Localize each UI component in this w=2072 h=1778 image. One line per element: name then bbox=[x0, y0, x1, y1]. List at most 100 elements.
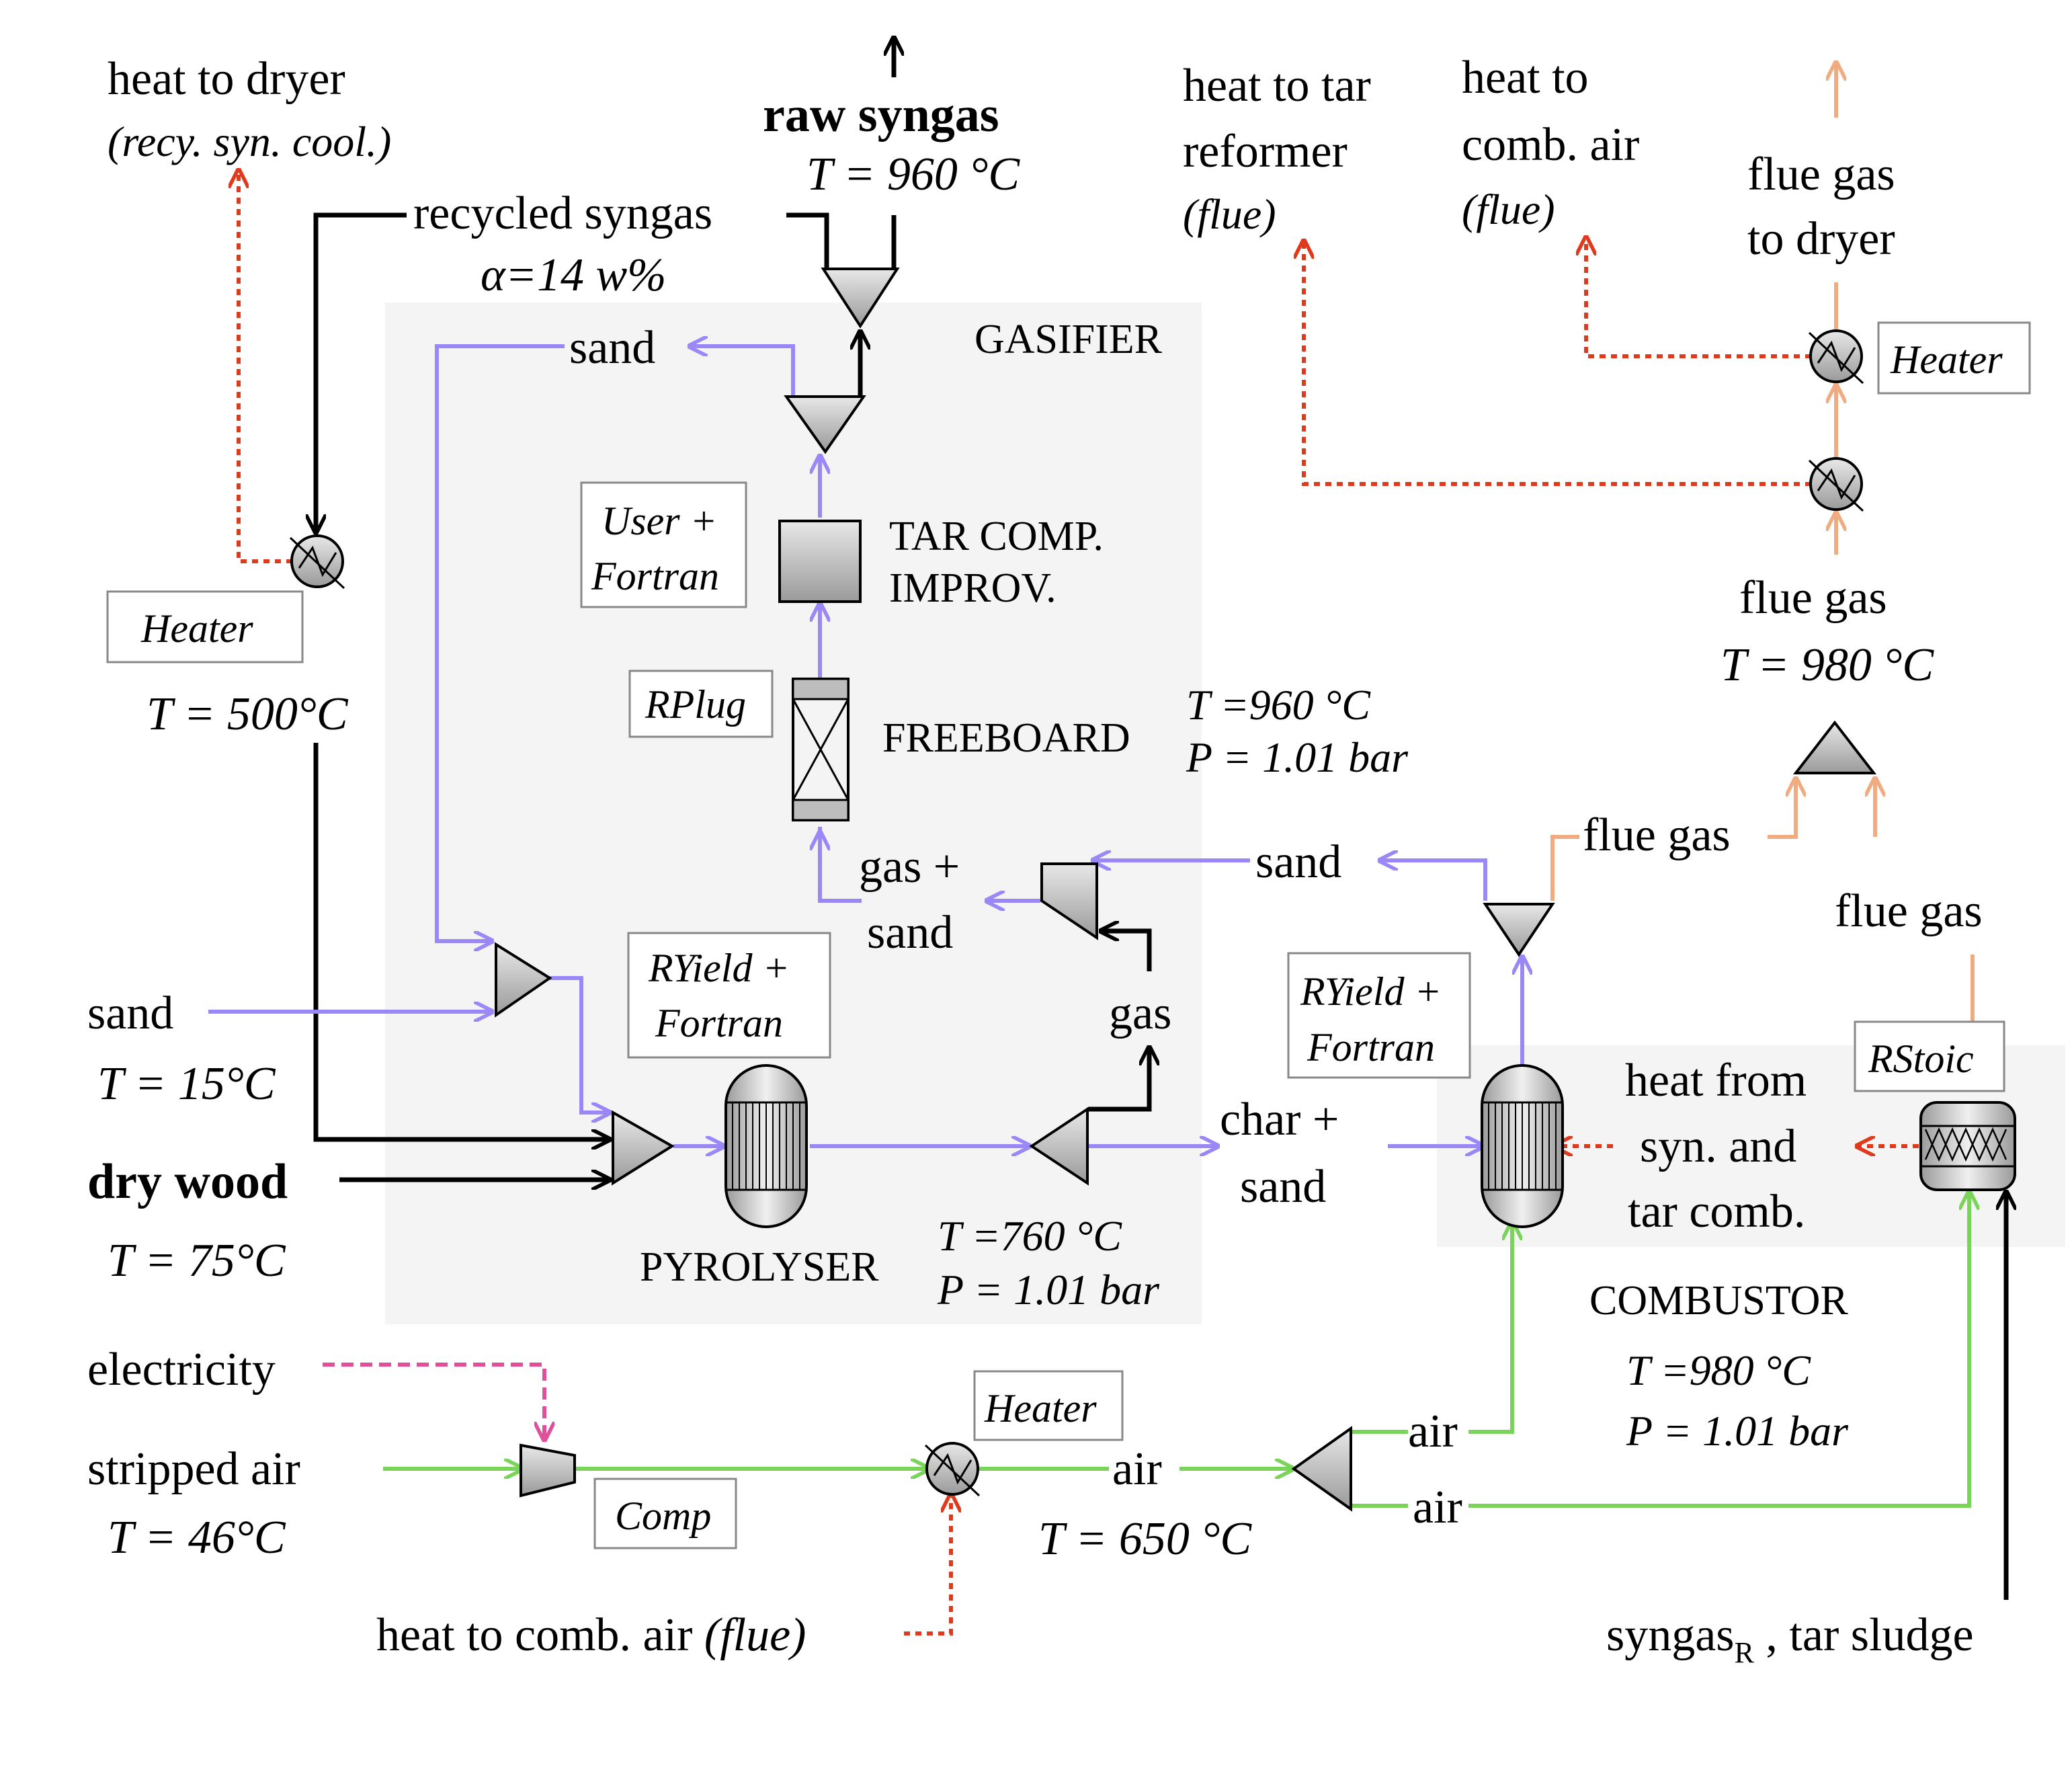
electricity-label: electricity bbox=[87, 1344, 276, 1396]
syngas-text: syngas bbox=[1606, 1609, 1735, 1661]
pyrolyser-feed-mixer[interactable] bbox=[612, 1110, 675, 1186]
heat-to-comb-air-text: heat to comb. air bbox=[376, 1609, 704, 1661]
mixer-gas-sand[interactable] bbox=[1040, 862, 1098, 940]
combustor-label: COMBUSTOR bbox=[1589, 1278, 1848, 1324]
freeboard-pressure: P = 1.01 bar bbox=[1186, 733, 1409, 781]
heat-to-dryer-stream bbox=[239, 171, 292, 563]
syngas-r-label: syngasR , tar sludge bbox=[1606, 1609, 1974, 1669]
dry-wood-label: dry wood bbox=[87, 1154, 288, 1209]
flue-gas-mid-temp: T = 980 °C bbox=[1721, 639, 1934, 691]
stream-air-low-2 bbox=[1468, 1193, 1969, 1508]
stream-gas-up bbox=[1089, 1049, 1149, 1112]
heat-streams bbox=[239, 171, 1919, 1635]
recycled-syngas-label: recycled syngas bbox=[413, 188, 712, 239]
gas-label: gas bbox=[1109, 987, 1171, 1039]
heat-exchanger-flue-2[interactable] bbox=[1808, 457, 1864, 512]
raw-syngas-separator[interactable] bbox=[821, 268, 900, 329]
heater-left-label: Heater bbox=[140, 606, 253, 651]
flue-gas-mixer[interactable] bbox=[1792, 720, 1877, 774]
flue-gas-mid-label: flue gas bbox=[1739, 572, 1887, 624]
rplug-label: RPlug bbox=[645, 682, 746, 727]
air-compressor[interactable] bbox=[520, 1443, 576, 1498]
freeboard-label: FREEBOARD bbox=[882, 715, 1130, 761]
sand-separator-top[interactable] bbox=[784, 395, 866, 454]
stream-sand-separator-out bbox=[691, 346, 795, 397]
air-mid-label: air bbox=[1112, 1443, 1162, 1495]
heat-to-comb-label-1: heat to bbox=[1462, 52, 1589, 104]
heat-exchanger-flue-1[interactable] bbox=[1808, 329, 1864, 385]
rstoic-label: RStoic bbox=[1868, 1037, 1974, 1081]
air-up-label: air bbox=[1408, 1406, 1458, 1457]
stream-sand-to-mixer bbox=[435, 344, 565, 941]
tar-comp-label-1: TAR COMP. bbox=[889, 514, 1104, 559]
sand-in-label: sand bbox=[87, 987, 173, 1039]
alpha-label: α=14 w% bbox=[481, 249, 666, 301]
heat-to-dryer-note: (recy. syn. cool.) bbox=[108, 118, 391, 165]
heat-to-tar-label-3: (flue) bbox=[1183, 190, 1276, 238]
freeboard-rplug[interactable] bbox=[792, 678, 849, 821]
heat-to-tar-label-2: reformer bbox=[1183, 126, 1348, 177]
sand-streams bbox=[208, 346, 1522, 1146]
heat-to-dryer-label: heat to dryer bbox=[108, 53, 345, 105]
stream-mixer-to-pyrolyser bbox=[550, 976, 608, 1113]
heat-to-comb-label-3: (flue) bbox=[1462, 186, 1555, 233]
heat-exchanger-left[interactable] bbox=[289, 534, 345, 590]
stripped-air-label: stripped air bbox=[87, 1443, 300, 1495]
stream-heater-to-pyrolyser bbox=[313, 743, 608, 1139]
sand-mixer[interactable] bbox=[495, 942, 552, 1018]
block-label-boxes bbox=[106, 321, 2031, 1549]
char-gas-separator[interactable] bbox=[1029, 1106, 1089, 1186]
char-sand-label-1: char + bbox=[1220, 1094, 1339, 1145]
gasifier-label: GASIFIER bbox=[975, 317, 1163, 362]
gas-sand-label-1: gas + bbox=[859, 841, 960, 893]
heater-right-label: Heater bbox=[1890, 337, 2003, 382]
sand-right-label: sand bbox=[1255, 836, 1341, 888]
heater-left-temp: T = 500°C bbox=[147, 688, 349, 740]
pyrolyser-temp: T =760 °C bbox=[938, 1212, 1122, 1260]
raw-syngas-temp: T = 960 °C bbox=[806, 149, 1020, 200]
heat-to-comb-air-bottom-stream bbox=[904, 1496, 951, 1635]
ryield-right-label-1: RYield + bbox=[1300, 969, 1442, 1014]
user-fortran-label-2: Fortran bbox=[591, 554, 719, 598]
heat-to-comb-label-2: comb. air bbox=[1462, 119, 1639, 171]
combustor-vessel[interactable] bbox=[1481, 1064, 1564, 1228]
heat-to-tar-label-1: heat to tar bbox=[1183, 60, 1371, 112]
sand-top-label: sand bbox=[569, 322, 655, 374]
flue-gas-streams bbox=[1550, 64, 1975, 1022]
tar-comp-label-2: IMPROV. bbox=[889, 565, 1056, 611]
pyrolyser-vessel[interactable] bbox=[724, 1064, 808, 1228]
flue-gas-rstoic-label: flue gas bbox=[1835, 885, 1983, 937]
flue-to-dryer-label-2: to dryer bbox=[1747, 213, 1895, 265]
heat-from-label-1: heat from bbox=[1625, 1055, 1807, 1106]
stream-gas-to-mixer bbox=[1102, 931, 1152, 971]
gas-sand-label-2: sand bbox=[867, 907, 953, 959]
stream-flue-split-left bbox=[1768, 780, 1796, 839]
pyrolyser-label: PYROLYSER bbox=[640, 1244, 879, 1290]
combustor-sand-separator[interactable] bbox=[1483, 903, 1555, 957]
stream-recycled-syngas-split bbox=[786, 212, 829, 268]
heat-to-comb-air-label: heat to comb. air (flue) bbox=[376, 1609, 806, 1661]
stripped-air-temp: T = 46°C bbox=[108, 1512, 286, 1564]
flue-gas-split-label: flue gas bbox=[1583, 809, 1731, 861]
freeboard-temp: T =960 °C bbox=[1186, 681, 1371, 729]
heat-exchanger-air[interactable] bbox=[924, 1442, 981, 1497]
ryield-left-label-1: RYield + bbox=[648, 946, 790, 990]
comp-label: Comp bbox=[615, 1494, 711, 1538]
ryield-right-label-2: Fortran bbox=[1307, 1025, 1435, 1069]
electricity-stream bbox=[323, 1363, 544, 1439]
ryield-left-label-2: Fortran bbox=[655, 1001, 783, 1045]
heat-from-label-3: tar comb. bbox=[1628, 1186, 1805, 1238]
stream-recycled-syngas-to-heater bbox=[316, 212, 407, 531]
user-fortran-label-1: User + bbox=[602, 499, 717, 543]
stream-sand-return bbox=[1381, 860, 1487, 901]
combustor-temp: T =980 °C bbox=[1626, 1346, 1811, 1394]
rstoic-reactor[interactable] bbox=[1919, 1101, 2016, 1191]
raw-syngas-label: raw syngas bbox=[763, 87, 999, 143]
air-splitter[interactable] bbox=[1291, 1426, 1352, 1512]
flue-to-dryer-label-1: flue gas bbox=[1747, 149, 1895, 200]
stream-air-up-2 bbox=[1468, 1223, 1512, 1434]
tar-comp-block[interactable] bbox=[778, 520, 862, 603]
stream-flue-sep-out bbox=[1550, 835, 1579, 901]
heater-bottom-label: Heater bbox=[984, 1386, 1097, 1430]
air-mid-temp: T = 650 °C bbox=[1038, 1513, 1252, 1565]
